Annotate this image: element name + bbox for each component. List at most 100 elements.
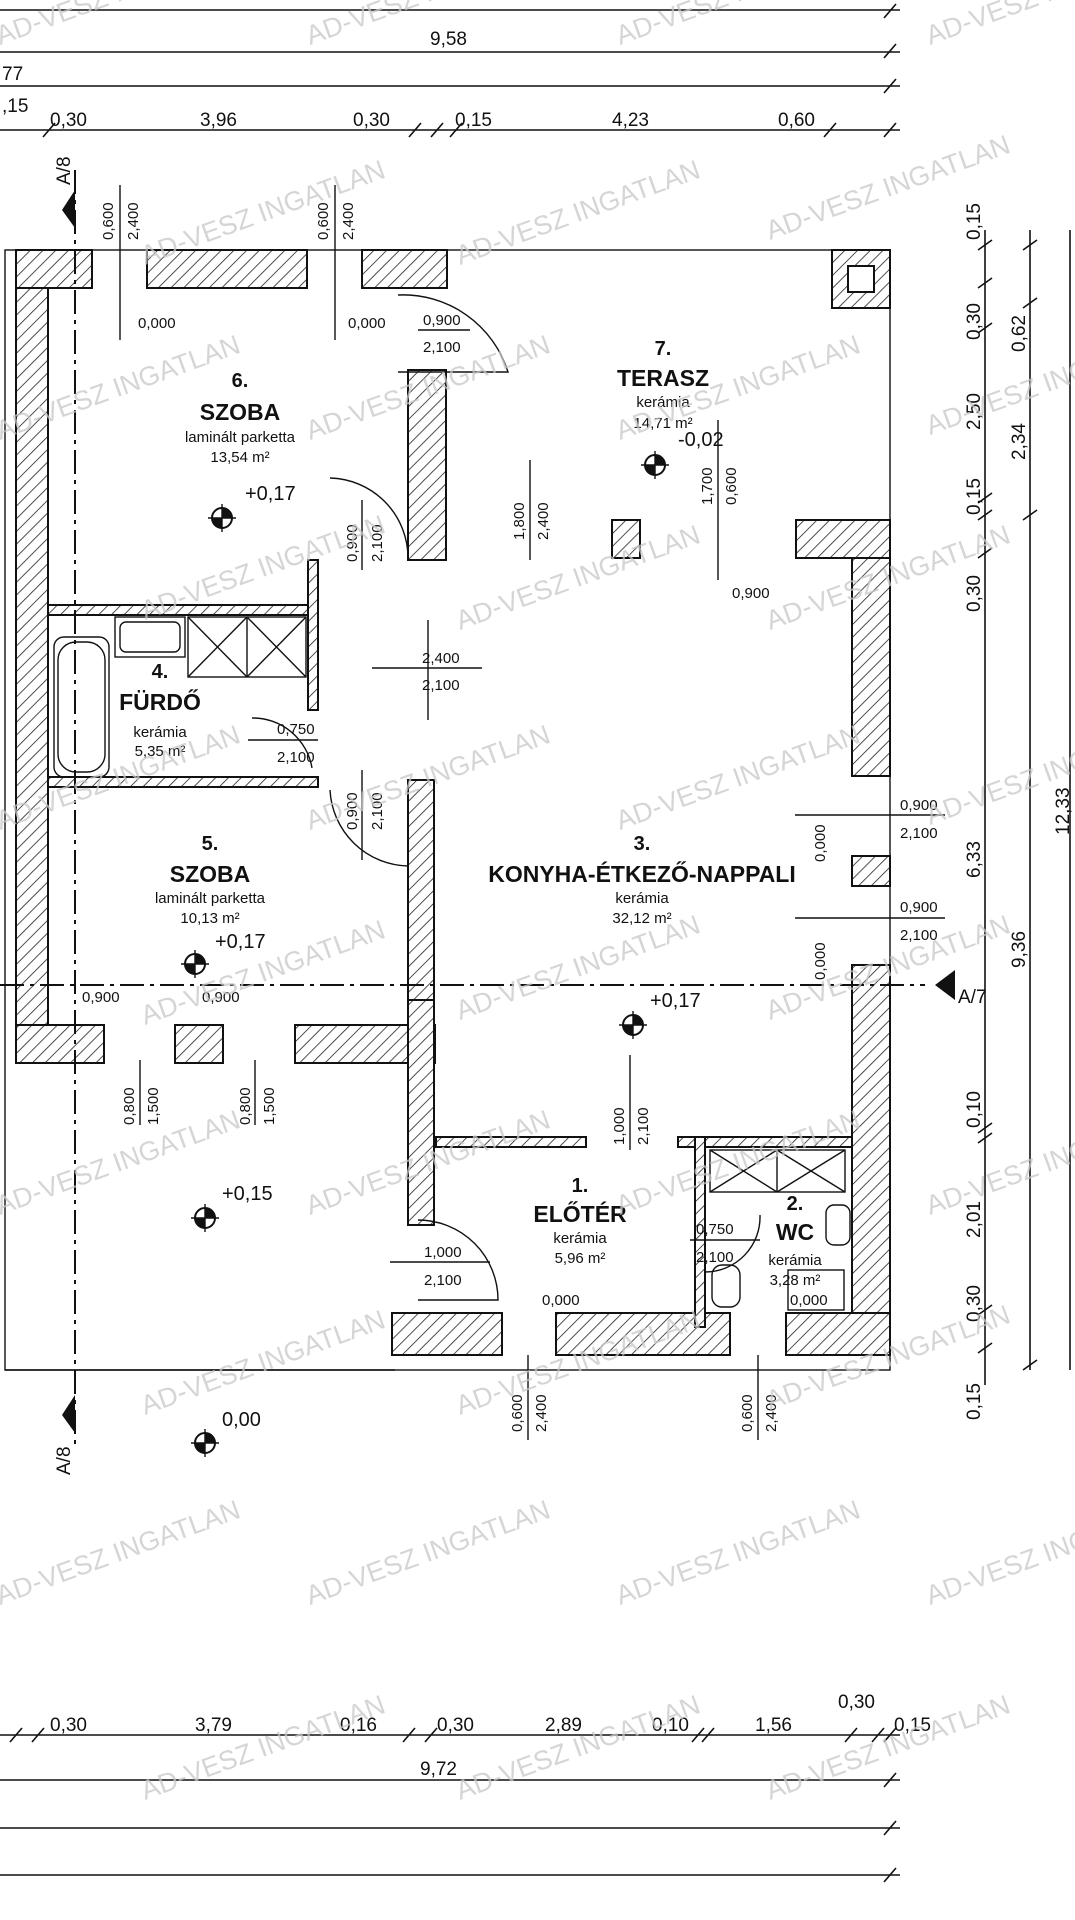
svg-text:0,000: 0,000 (138, 315, 176, 332)
svg-text:0,600: 0,600 (315, 202, 332, 240)
svg-text:1,500: 1,500 (145, 1087, 162, 1125)
svg-text:1,000: 1,000 (424, 1244, 462, 1261)
svg-text:0,15: 0,15 (964, 203, 985, 240)
top-seg-2: 0,30 (353, 110, 390, 131)
svg-text:0,600: 0,600 (739, 1394, 756, 1432)
svg-text:laminált parketta: laminált parketta (185, 429, 296, 446)
watermark: AD-VESZ INGATLAN (137, 1689, 389, 1805)
watermark: AD-VESZ INGATLAN (922, 1104, 1075, 1220)
svg-text:0,30: 0,30 (437, 1715, 474, 1736)
svg-text:2,400: 2,400 (533, 1394, 550, 1432)
svg-text:5,35 m²: 5,35 m² (135, 743, 186, 760)
watermark: AD-VESZ INGATLAN (302, 1494, 554, 1610)
svg-text:0,10: 0,10 (964, 1091, 985, 1128)
svg-text:1,000: 1,000 (611, 1107, 628, 1145)
top-edge-dim: ,15 (2, 96, 28, 117)
svg-text:0,900: 0,900 (202, 989, 240, 1006)
svg-text:WC: WC (776, 1219, 814, 1245)
svg-text:3,28 m²: 3,28 m² (770, 1272, 821, 1289)
svg-text:0,30: 0,30 (964, 575, 985, 612)
svg-text:1,56: 1,56 (755, 1715, 792, 1736)
svg-text:2,100: 2,100 (277, 749, 315, 766)
svg-text:0,600: 0,600 (723, 467, 740, 505)
watermark: AD-VESZ INGATLAN (612, 0, 864, 51)
room-3: 3. KONYHA-ÉTKEZŐ-NAPPALI kerámia 32,12 m… (488, 833, 796, 927)
watermark: AD-VESZ INGATLAN (452, 154, 704, 270)
svg-text:KONYHA-ÉTKEZŐ-NAPPALI: KONYHA-ÉTKEZŐ-NAPPALI (488, 860, 796, 887)
watermark: AD-VESZ INGATLAN (0, 1494, 244, 1610)
svg-text:2,100: 2,100 (369, 524, 386, 562)
room-4: 4. FÜRDŐ kerámia 5,35 m² (119, 661, 201, 760)
svg-text:kerámia: kerámia (615, 890, 669, 907)
svg-text:0,15: 0,15 (964, 478, 985, 515)
svg-text:+0,15: +0,15 (222, 1183, 273, 1205)
svg-text:-0,02: -0,02 (678, 429, 724, 451)
svg-text:0,000: 0,000 (348, 315, 386, 332)
svg-text:12,33: 12,33 (1053, 787, 1074, 835)
svg-text:0,30: 0,30 (50, 1715, 87, 1736)
svg-text:2,400: 2,400 (125, 202, 142, 240)
section-a8-top: A/8 (54, 156, 75, 185)
svg-text:SZOBA: SZOBA (200, 399, 281, 425)
svg-text:0,900: 0,900 (900, 797, 938, 814)
svg-text:laminált parketta: laminált parketta (155, 890, 266, 907)
svg-text:0,15: 0,15 (964, 1383, 985, 1420)
section-axes: A/8 A/8 A/7 (0, 156, 987, 1475)
svg-text:3,79: 3,79 (195, 1715, 232, 1736)
svg-text:4.: 4. (152, 661, 169, 683)
svg-text:2,50: 2,50 (964, 393, 985, 430)
svg-text:2,34: 2,34 (1009, 423, 1030, 460)
watermark: AD-VESZ INGATLAN (612, 1494, 864, 1610)
svg-text:2,100: 2,100 (369, 792, 386, 830)
svg-text:0,800: 0,800 (121, 1087, 138, 1125)
svg-text:0,600: 0,600 (509, 1394, 526, 1432)
svg-text:0,800: 0,800 (237, 1087, 254, 1125)
svg-text:2,100: 2,100 (423, 339, 461, 356)
svg-text:14,71 m²: 14,71 m² (633, 415, 692, 432)
svg-text:5.: 5. (202, 833, 219, 855)
svg-text:6,33: 6,33 (964, 841, 985, 878)
walls (15, 249, 891, 1356)
svg-text:0,900: 0,900 (344, 792, 361, 830)
svg-text:1,800: 1,800 (511, 502, 528, 540)
svg-text:0,00: 0,00 (222, 1409, 261, 1431)
top-seg-0: 0,30 (50, 110, 87, 131)
fixtures (53, 616, 851, 1311)
level-marker-ground: 0,00 (191, 1409, 261, 1457)
top-seg-5: 0,60 (778, 110, 815, 131)
svg-text:13,54 m²: 13,54 m² (210, 449, 269, 466)
watermark: AD-VESZ INGATLAN (302, 0, 554, 51)
svg-text:0,900: 0,900 (423, 312, 461, 329)
svg-text:0,600: 0,600 (100, 202, 117, 240)
svg-text:2,100: 2,100 (900, 825, 938, 842)
opening-dimensions: 0,600 2,400 0,600 2,400 0,000 0,000 0,90… (82, 185, 945, 1440)
svg-text:0,900: 0,900 (900, 899, 938, 916)
svg-text:9,72: 9,72 (420, 1759, 457, 1780)
svg-text:2,01: 2,01 (964, 1201, 985, 1238)
svg-text:2,100: 2,100 (696, 1249, 734, 1266)
svg-text:0,30: 0,30 (964, 303, 985, 340)
room-1: 1. ELŐTÉR kerámia 5,96 m² (533, 1175, 627, 1267)
top-seg-4: 4,23 (612, 110, 649, 131)
svg-text:0,62: 0,62 (1009, 315, 1030, 352)
watermark: AD-VESZ INGATLAN (922, 0, 1075, 51)
watermark: AD-VESZ INGATLAN (612, 719, 864, 835)
level-marker-room6: +0,17 (208, 483, 296, 532)
svg-text:0,750: 0,750 (277, 721, 315, 738)
svg-text:TERASZ: TERASZ (617, 365, 709, 391)
watermark: AD-VESZ INGATLAN (0, 0, 244, 51)
svg-text:0,900: 0,900 (732, 585, 770, 602)
svg-text:+0,17: +0,17 (245, 483, 296, 505)
svg-text:0,000: 0,000 (542, 1292, 580, 1309)
svg-text:2,100: 2,100 (422, 677, 460, 694)
svg-text:2,100: 2,100 (900, 927, 938, 944)
svg-text:7.: 7. (655, 338, 672, 360)
level-markers: +0,17 -0,02 +0,17 +0,17 +0,15 (181, 429, 724, 1457)
site-outline (4, 249, 891, 1371)
level-marker-room5: +0,17 (181, 931, 266, 978)
watermark: AD-VESZ INGATLAN (922, 324, 1075, 440)
svg-text:+0,17: +0,17 (215, 931, 266, 953)
level-marker-outside: +0,15 (191, 1183, 273, 1232)
svg-text:0,10: 0,10 (652, 1715, 689, 1736)
svg-text:0,30: 0,30 (964, 1285, 985, 1322)
